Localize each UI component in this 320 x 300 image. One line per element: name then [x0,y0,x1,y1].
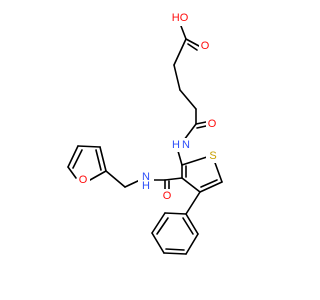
molecule-canvas: HO O O H N S N H O O [67,10,223,255]
bond-ph-1 [164,212,187,215]
bond-c13-c14 [77,145,101,148]
bond-ph-4 [163,252,187,255]
atom-label-o-furan: O [79,174,88,186]
bond-c14-c15-a [67,145,79,168]
bond-c8-c16 [185,191,201,215]
bond-o-c12 [89,170,107,181]
bond-ho-c1 [180,25,187,40]
atom-label-nh1-n: N [182,139,190,151]
atom-label-nh2-n: N [142,171,150,183]
bond-c1-o-double-a [185,38,200,47]
bond-c3-c4 [179,89,197,110]
bond-c7-c8-b [200,179,218,188]
bond-c7-c8-a [199,181,223,193]
structure-diagram: HO O O H N S N H O O [67,10,223,255]
bond-c12-c13-b [95,149,102,171]
bond-c1-o-double-b [187,43,198,51]
bond-c8-c9 [181,177,201,193]
atom-labels: HO O O H N S N H O O [77,10,220,203]
bond-c9-c10 [164,177,183,181]
atom-label-nh2-h: H [142,180,150,192]
bond-ph-4b [165,248,185,251]
bond-ph-2b [156,217,169,235]
atom-label-o-amide2: O [163,190,172,202]
bond-ph-3 [151,232,165,254]
bond-n2-c11 [124,179,141,188]
bond-ph-2 [151,212,166,234]
bond-ph-6 [185,213,199,235]
bond-n1-c6 [177,150,183,166]
bond-ph-5 [185,233,199,255]
atom-label-s: S [209,150,216,162]
bonds [67,25,223,255]
bond-c14-c15-b [72,149,83,169]
bond-s-c7 [213,159,223,183]
atom-label-nh1-h: H [172,139,180,151]
bond-c5-n1 [183,123,197,141]
bond-c12-c13-a [99,146,107,172]
bond-c2-c3 [173,64,181,91]
bond-c6-s [181,155,211,166]
bond-c15-o [67,166,77,179]
bond-c5-o-double-b [196,125,207,129]
atom-label-ho: HO [172,12,189,24]
bond-c5-o-double-a [195,121,207,125]
bond-c1-c2 [173,38,187,66]
bond-c11-c12 [105,170,126,188]
atom-label-o-amide1: O [208,118,217,130]
bond-ph-6b [182,217,194,235]
atom-label-o-acid: O [201,40,210,52]
